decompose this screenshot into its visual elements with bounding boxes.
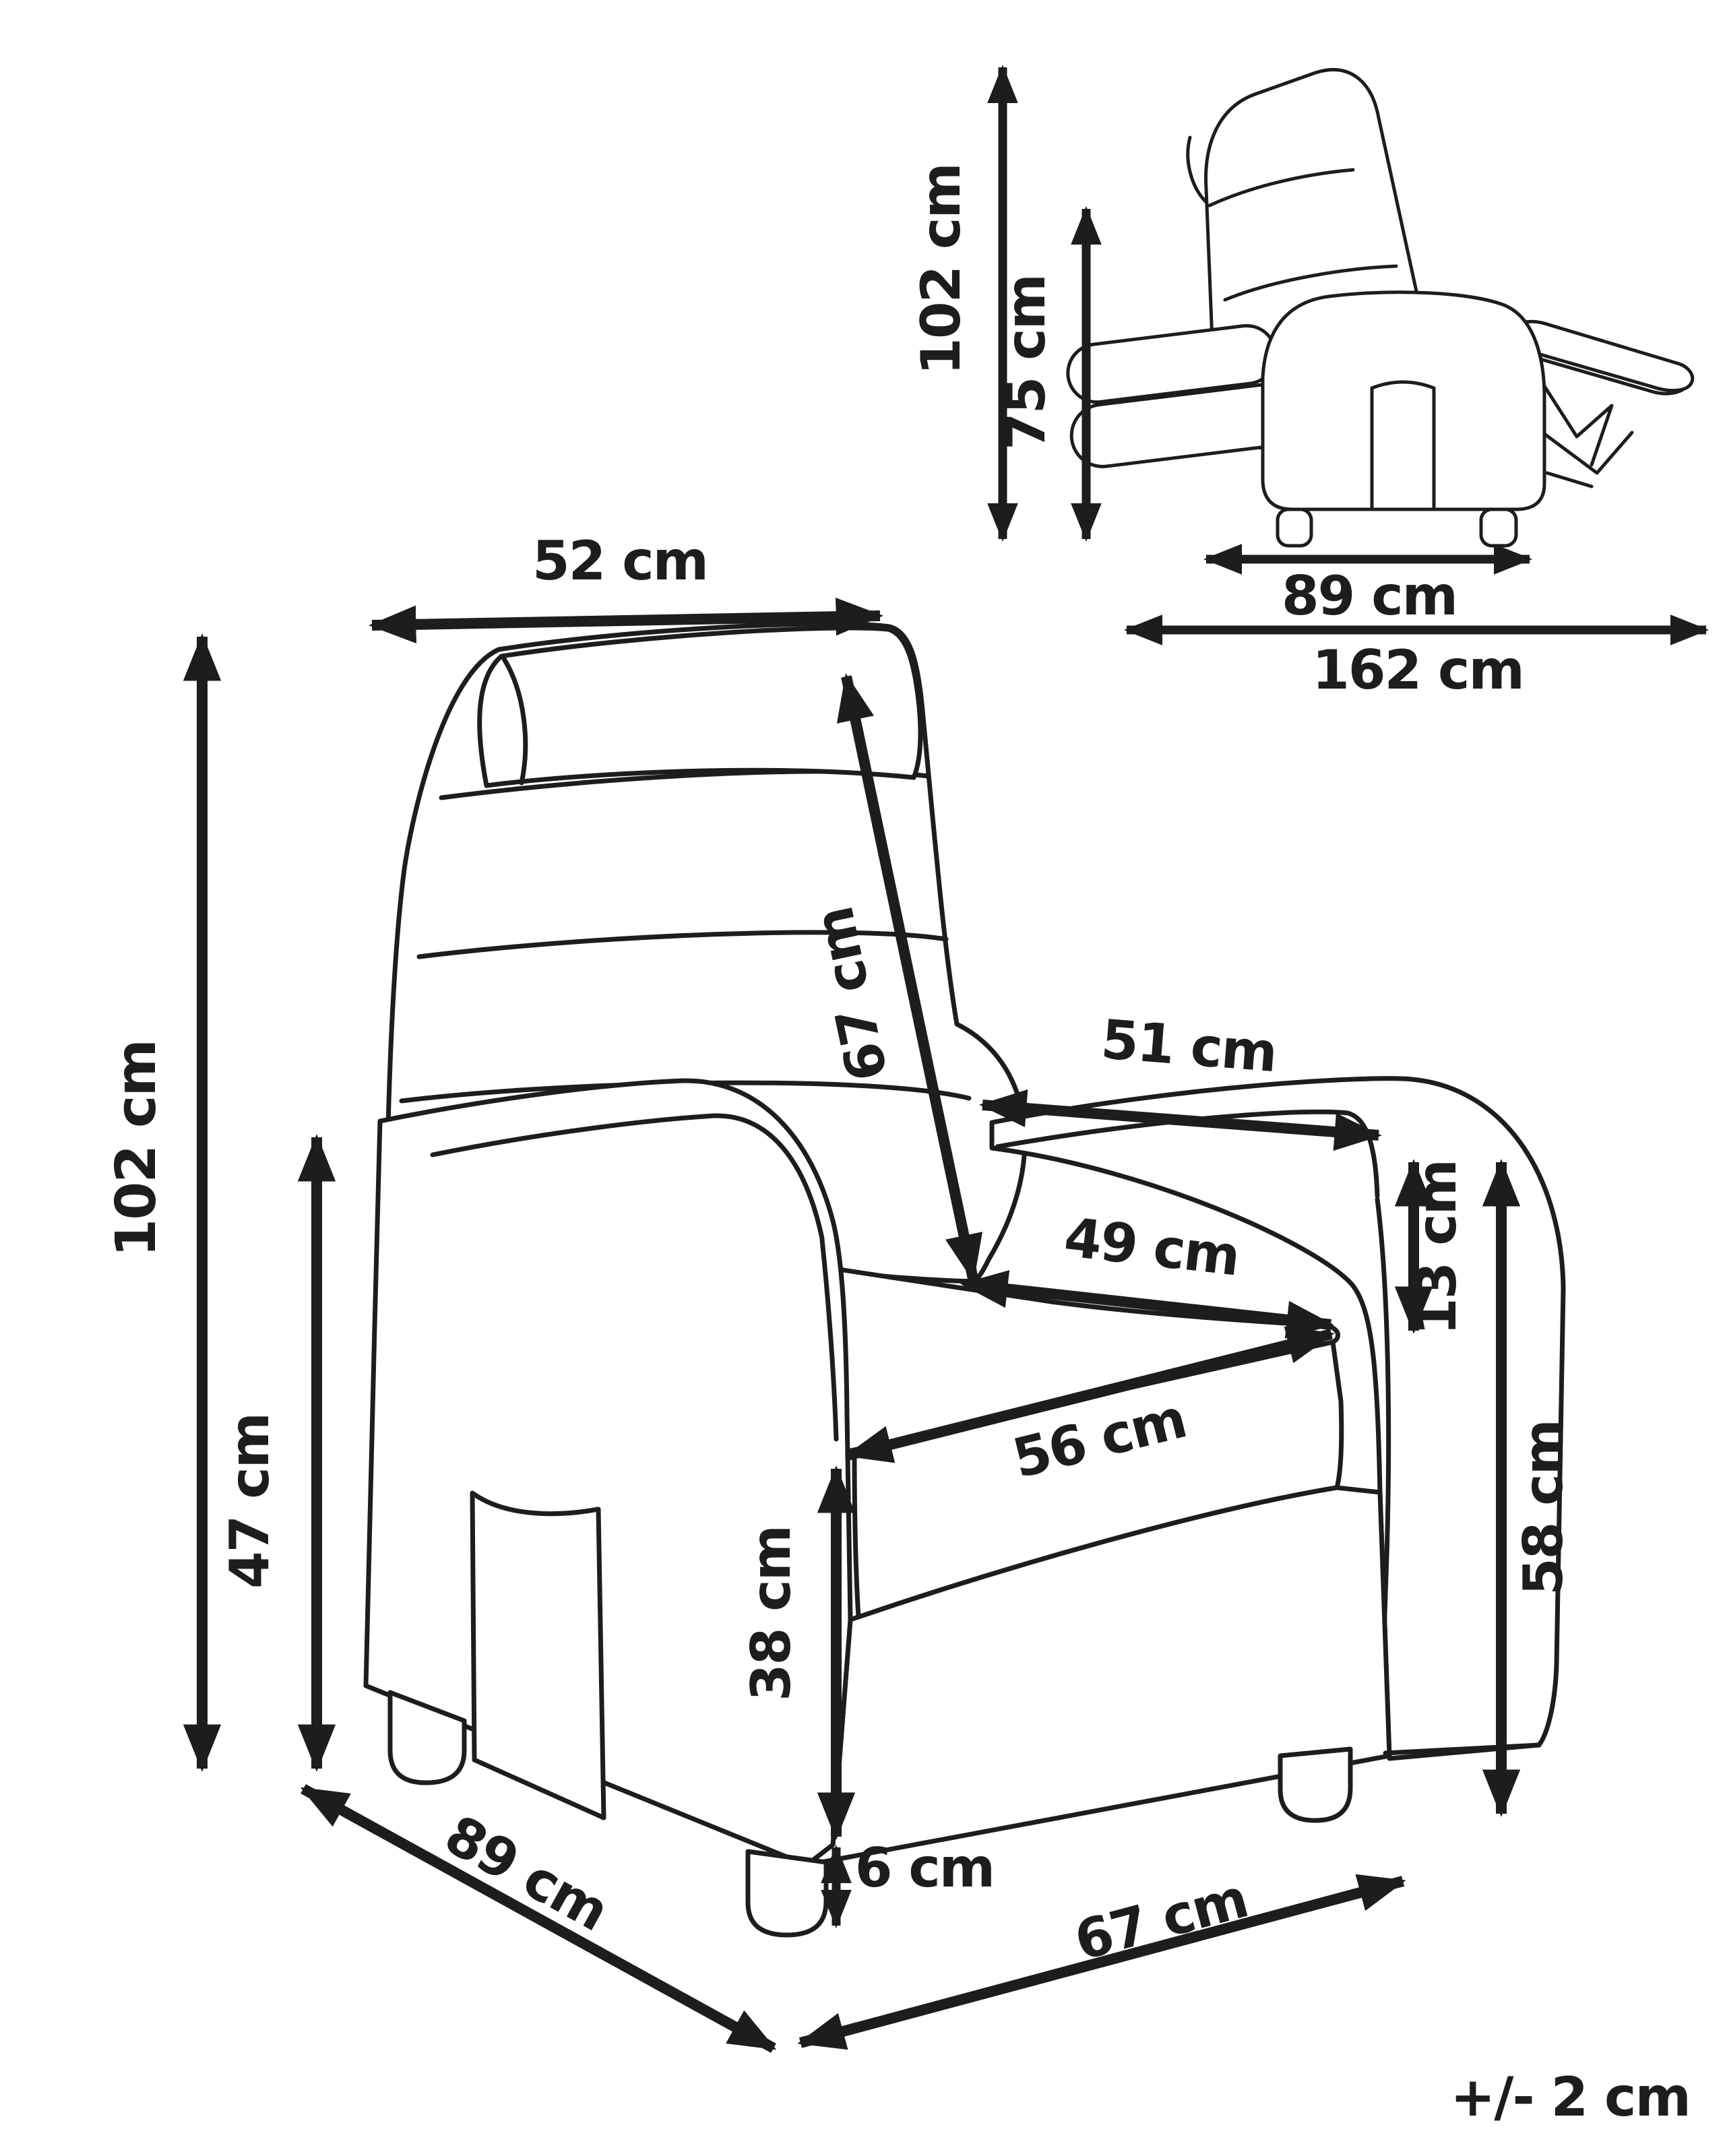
label-armrest-depth: 51 cm bbox=[1099, 1008, 1278, 1084]
label-seat-depth: 49 cm bbox=[1061, 1206, 1243, 1288]
front-left-leg bbox=[387, 1690, 467, 1785]
label-inset-backrest-height: 75 cm bbox=[995, 275, 1057, 450]
dim-overall-depth-arrow bbox=[300, 1783, 777, 2054]
front-center-leg bbox=[745, 1849, 829, 1938]
tolerance-note: +/- 2 cm bbox=[1450, 2066, 1690, 2128]
front-right-leg bbox=[1278, 1746, 1353, 1823]
right-armrest-front-seam bbox=[1375, 1197, 1391, 1675]
label-overall-depth: 89 cm bbox=[435, 1803, 618, 1942]
dim-armrest-depth-arrow bbox=[979, 1089, 1382, 1151]
inset-front-leg bbox=[1479, 507, 1518, 548]
left-armrest-inner-edge bbox=[430, 1113, 825, 1241]
inset-back-leg bbox=[1276, 507, 1313, 548]
side-pocket bbox=[470, 1490, 606, 1820]
label-overall-height: 102 cm bbox=[104, 1040, 168, 1257]
label-front-width: 67 cm bbox=[1068, 1867, 1253, 1973]
inset-headrest-flap bbox=[1186, 135, 1208, 204]
inset-backrest-seam-1 bbox=[1208, 168, 1355, 208]
inset-base-notch bbox=[1370, 380, 1436, 511]
left-armrest-front-seam bbox=[819, 1237, 839, 1442]
dim-front-width-arrow bbox=[797, 1874, 1406, 2050]
dim-seat-depth-arrow bbox=[960, 1270, 1334, 1339]
label-backrest-width: 52 cm bbox=[532, 530, 708, 592]
label-armrest-height: 58 cm bbox=[1512, 1420, 1575, 1595]
label-inset-base-depth: 89 cm bbox=[1282, 565, 1457, 627]
dim-backrest-length-arrow bbox=[836, 673, 983, 1282]
label-side-panel-height: 47 cm bbox=[218, 1414, 281, 1589]
inset-backrest-seam-2 bbox=[1223, 264, 1398, 302]
head-pillow bbox=[477, 625, 923, 788]
label-leg-height: 6 cm bbox=[855, 1837, 994, 1899]
label-seat-height: 38 cm bbox=[740, 1526, 803, 1701]
base-front bbox=[804, 1485, 1392, 1868]
label-inset-reclined-length: 162 cm bbox=[1312, 639, 1524, 701]
dimension-arrows-main bbox=[183, 598, 1521, 2054]
inset-chair-drawing bbox=[1066, 68, 1695, 548]
dim-backrest-width-arrow bbox=[369, 598, 883, 643]
dimension-arrows-inset bbox=[987, 64, 1710, 645]
head-pillow-endcap bbox=[501, 656, 528, 786]
dim-seat-width-arrow bbox=[844, 1326, 1335, 1463]
inset-footrest-linkage bbox=[1541, 382, 1634, 488]
inset-footrest-underside bbox=[1513, 350, 1685, 395]
label-armrest-above-seat: 13 cm bbox=[1406, 1160, 1468, 1335]
label-inset-overall-height: 102 cm bbox=[910, 164, 972, 375]
